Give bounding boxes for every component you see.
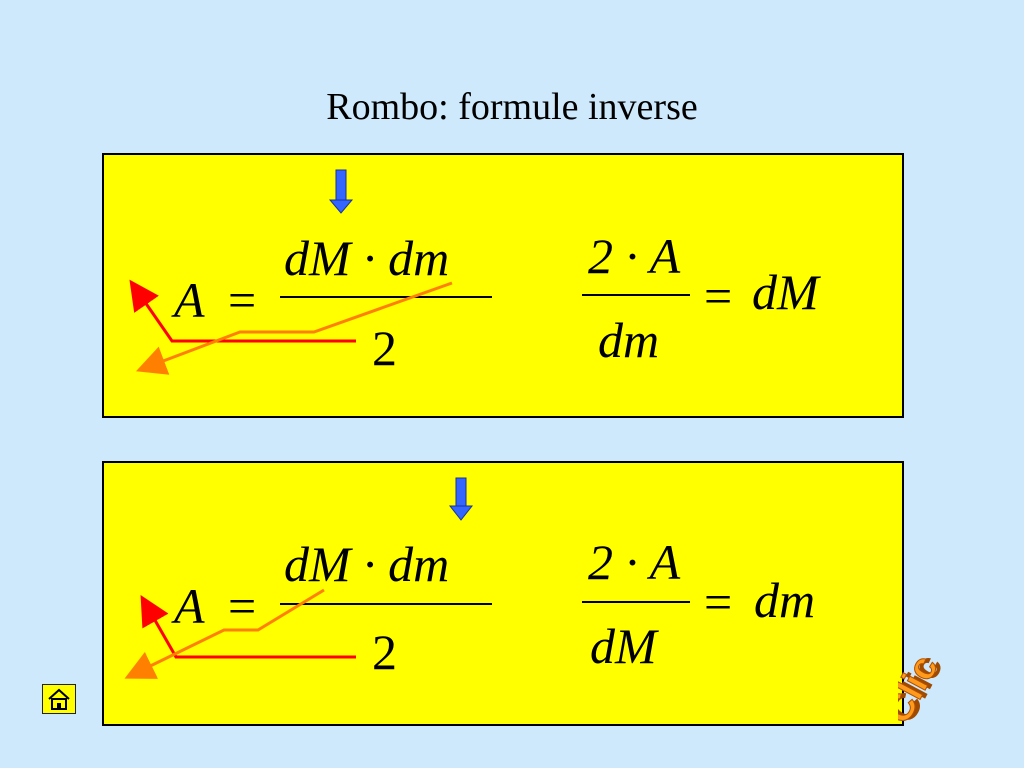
denominator-2: 2 (372, 320, 397, 376)
page-title: Rombo: formule inverse (326, 86, 698, 128)
numerator-dM-dm: dM · dm (284, 536, 450, 592)
numerator-2A: 2 · A (588, 228, 681, 284)
red-arrow-path (140, 594, 356, 659)
numerator-dM-dm: dM · dm (284, 230, 450, 286)
blue-down-arrow-icon (328, 169, 354, 214)
equals-sign: = (228, 272, 257, 328)
home-button[interactable] (42, 684, 76, 714)
equals-sign: = (704, 268, 733, 324)
home-icon (48, 688, 70, 710)
blue-down-arrow-icon (448, 477, 474, 521)
fraction-bar (582, 294, 690, 296)
result-dM: dM (752, 264, 819, 320)
fraction-bar (280, 603, 492, 605)
equals-sign: = (704, 574, 733, 630)
orange-arrow-path (135, 281, 453, 375)
formula-panel-top: A = dM · dm 2 2 · A dm = dM (102, 153, 904, 418)
numerator-2A: 2 · A (588, 534, 681, 590)
formula-panel-bottom: A = dM · dm 2 2 · A dM = dm (102, 461, 904, 726)
denominator-dM: dM (590, 618, 657, 674)
clic-button[interactable]: Clic Clic (898, 640, 988, 732)
result-dm: dm (754, 572, 816, 628)
lhs-A: A (174, 272, 205, 328)
lhs-A: A (174, 578, 205, 634)
denominator-dm: dm (598, 312, 660, 368)
denominator-2: 2 (372, 624, 397, 680)
orange-arrow-path (124, 588, 325, 679)
red-arrow-path (129, 279, 356, 343)
equals-sign: = (228, 578, 257, 634)
fraction-bar (280, 296, 492, 298)
fraction-bar (582, 601, 690, 603)
